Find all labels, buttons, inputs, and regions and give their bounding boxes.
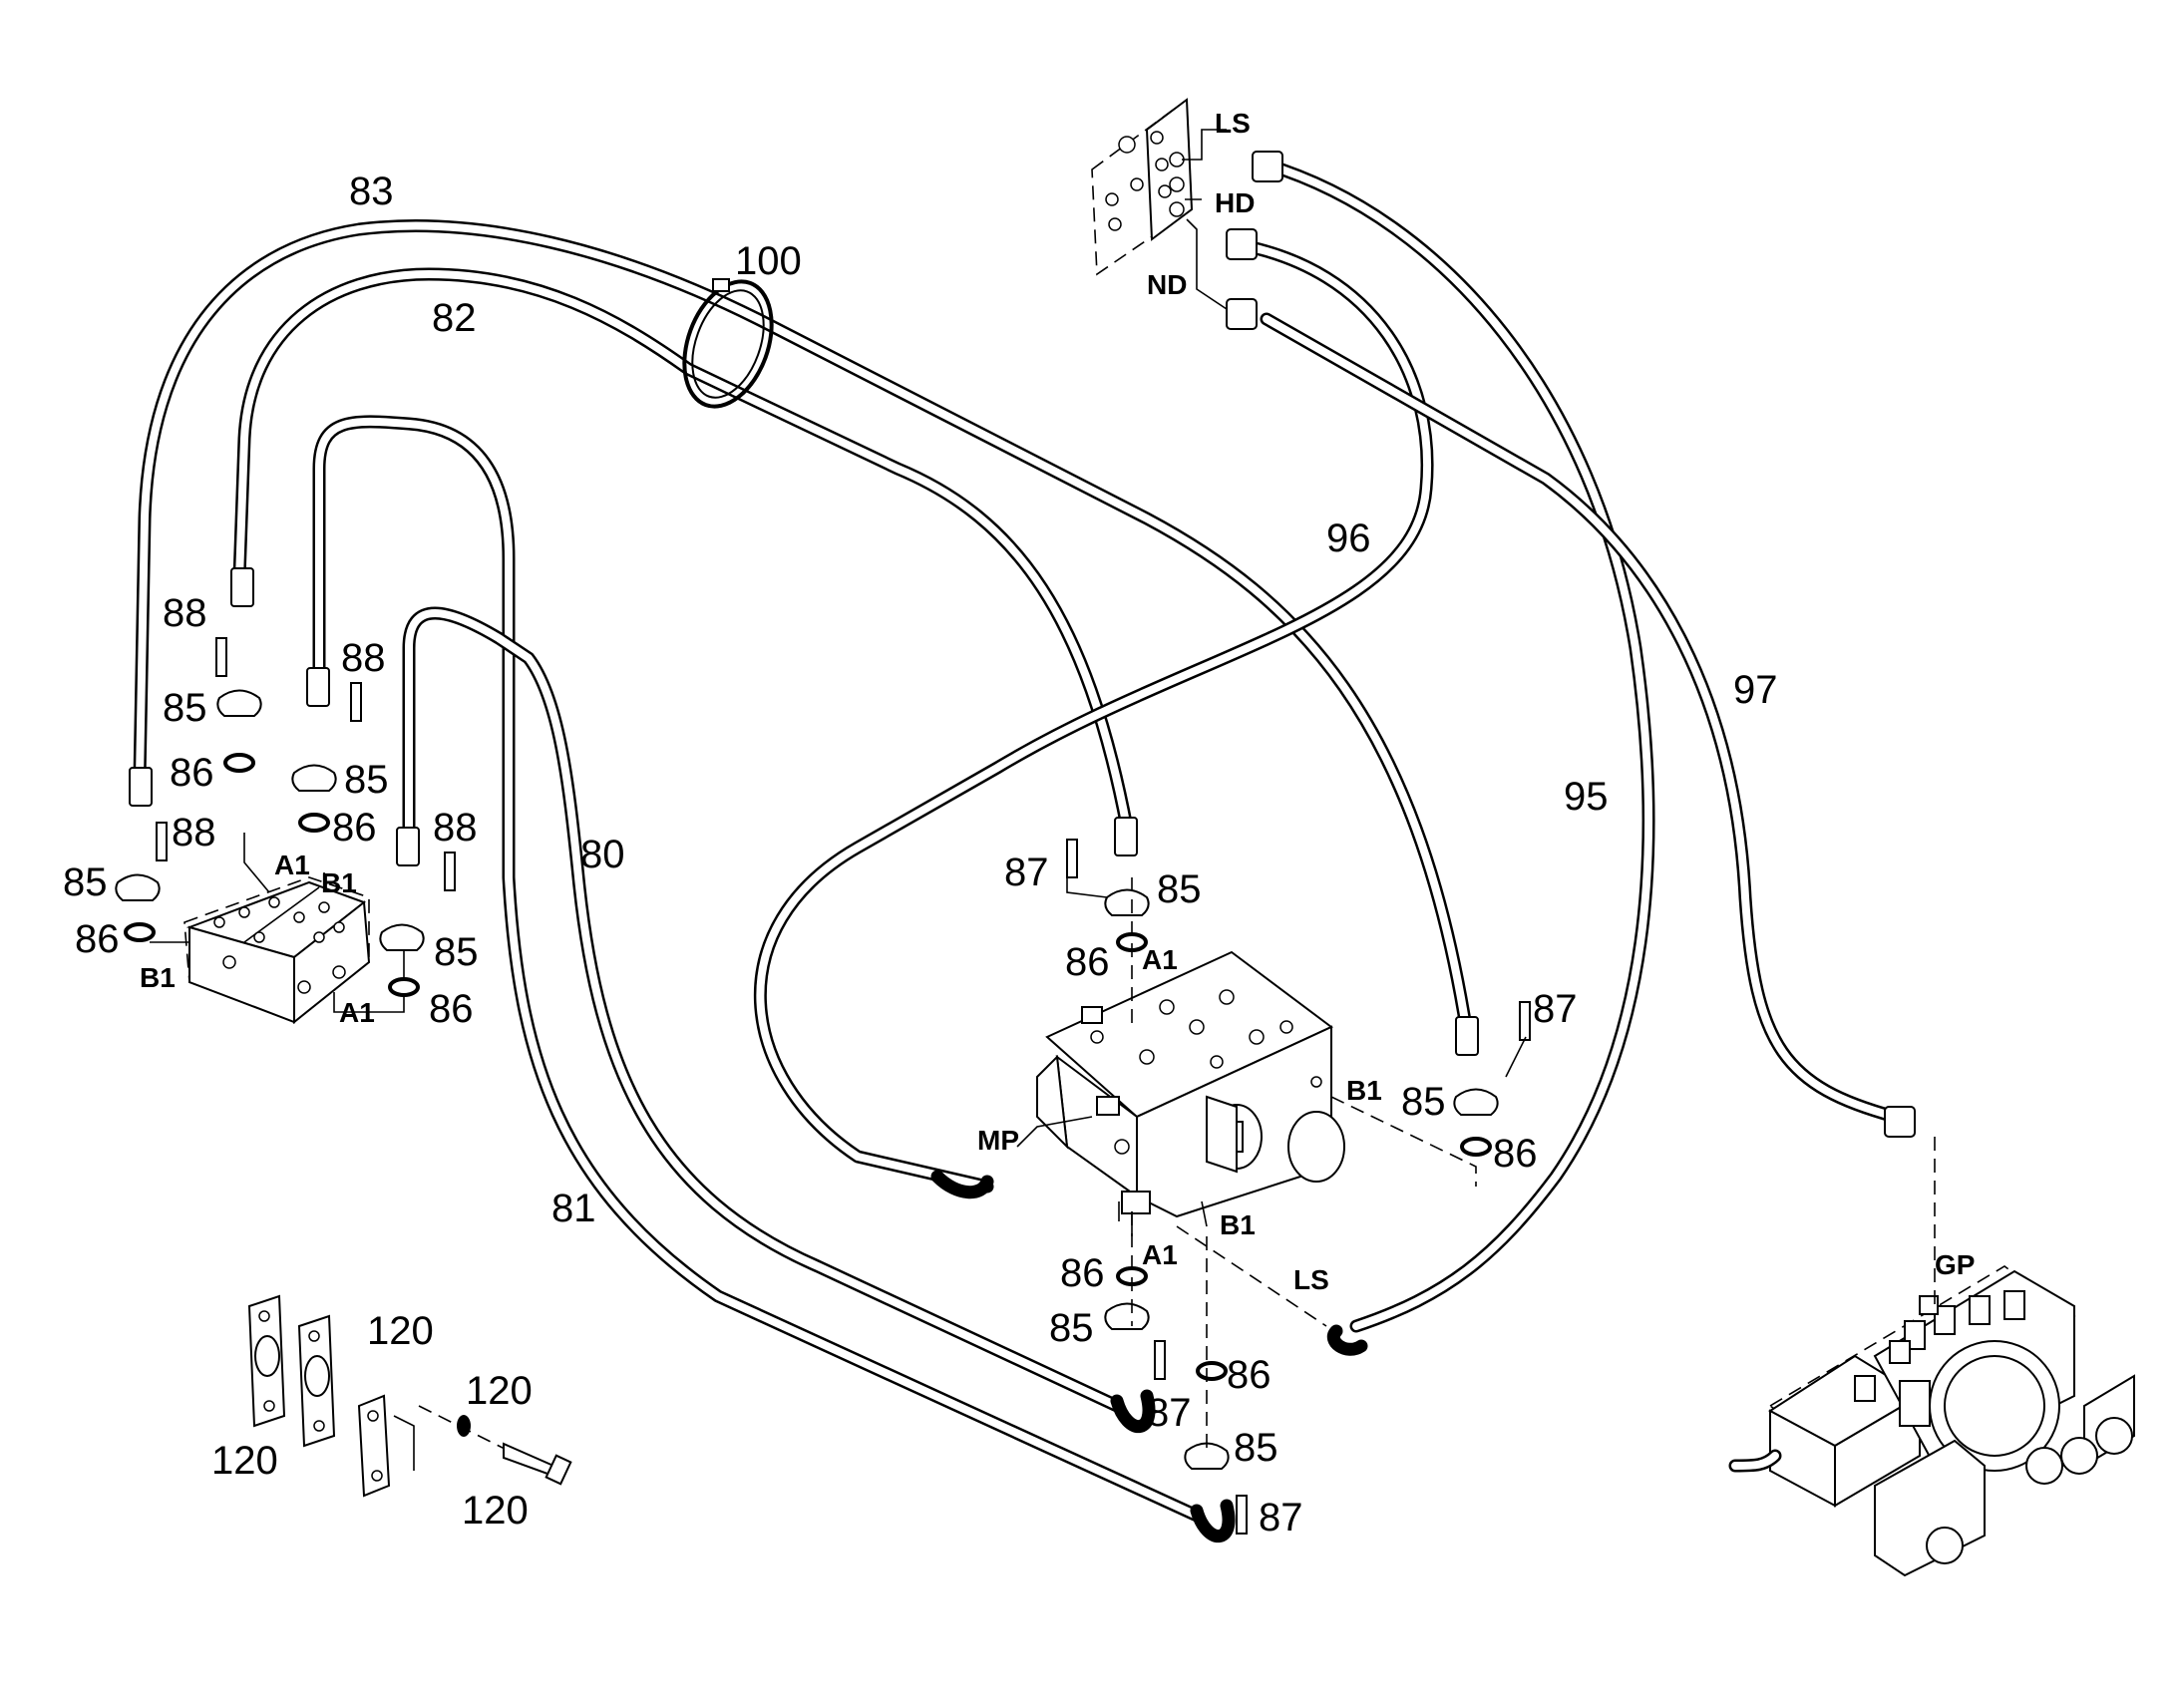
- callout-85: 85: [1049, 1306, 1094, 1350]
- hose-82: [232, 267, 1134, 835]
- port-label-b1: B1: [321, 867, 357, 898]
- left-valve-block: [150, 833, 405, 1025]
- hose-end-fittings: [129, 151, 1916, 1543]
- port-label-b1: B1: [1346, 1075, 1382, 1106]
- port-label-hd: HD: [1215, 187, 1255, 218]
- port-label-a1: A1: [274, 850, 310, 880]
- hose-clamp-100: [682, 278, 774, 409]
- port-label-mp: MP: [977, 1125, 1019, 1156]
- hydraulic-pump-unit: [1728, 1137, 2135, 1577]
- port-label-ls: LS: [1215, 108, 1251, 139]
- callout-120: 120: [211, 1439, 278, 1483]
- callout-80: 80: [580, 833, 625, 876]
- callout-86: 86: [429, 987, 474, 1031]
- callout-82: 82: [432, 296, 477, 340]
- port-label-b1: B1: [140, 962, 176, 993]
- port-labels: LS HD ND A1 B1 B1 A1 A1 B1 MP B1 A1 LS G…: [140, 108, 1975, 1295]
- callout-86: 86: [1493, 1132, 1538, 1176]
- callout-86: 86: [332, 806, 377, 850]
- hose-80: [402, 606, 1124, 1413]
- callout-120: 120: [466, 1369, 533, 1413]
- callout-labels: 83 82 100 96 97 95 80 81 88 88 88 88 85 …: [63, 170, 1778, 1539]
- port-label-a1: A1: [1142, 944, 1178, 975]
- callout-87: 87: [1259, 1496, 1303, 1539]
- callout-87: 87: [1004, 851, 1049, 894]
- callout-85: 85: [63, 860, 108, 904]
- hose-83: [133, 219, 1473, 1034]
- callout-87: 87: [1147, 1391, 1192, 1435]
- callout-85: 85: [434, 930, 479, 974]
- port-label-a1: A1: [339, 997, 375, 1028]
- callout-88: 88: [433, 806, 478, 850]
- center-clamps-and-seals: [1016, 839, 1531, 1535]
- hose-95: [1260, 158, 1655, 1333]
- callout-83: 83: [349, 170, 394, 213]
- callout-95: 95: [1564, 775, 1609, 819]
- left-clamps-and-seals: [115, 637, 456, 997]
- callout-120: 120: [367, 1309, 434, 1353]
- callout-97: 97: [1733, 668, 1778, 712]
- port-label-b1: B1: [1220, 1209, 1256, 1240]
- callout-85: 85: [1234, 1426, 1278, 1470]
- port-label-ls: LS: [1293, 1264, 1329, 1295]
- hose-81: [312, 415, 1204, 1523]
- port-label-a1: A1: [1142, 1239, 1178, 1270]
- callout-88: 88: [172, 811, 216, 854]
- callout-96: 96: [1326, 516, 1371, 560]
- callout-85: 85: [1401, 1080, 1446, 1124]
- callout-88: 88: [163, 591, 207, 635]
- callout-86: 86: [75, 917, 120, 961]
- port-label-gp: GP: [1935, 1249, 1975, 1280]
- hose-97: [1260, 312, 1902, 1124]
- callout-88: 88: [341, 636, 386, 680]
- port-label-nd: ND: [1147, 269, 1187, 300]
- callout-81: 81: [551, 1187, 596, 1230]
- callout-85: 85: [344, 758, 389, 802]
- clamp-kit-120: [247, 1294, 572, 1498]
- callout-120: 120: [462, 1489, 529, 1533]
- main-control-valve: [1036, 950, 1345, 1236]
- callout-85: 85: [1157, 867, 1202, 911]
- hose-96: [754, 237, 1434, 1194]
- callout-86: 86: [170, 751, 214, 795]
- callout-86: 86: [1227, 1353, 1272, 1397]
- callout-86: 86: [1065, 940, 1110, 984]
- callout-87: 87: [1533, 987, 1578, 1031]
- callout-86: 86: [1060, 1251, 1105, 1295]
- port-manifold-plate: [1091, 98, 1228, 310]
- callout-85: 85: [163, 686, 207, 730]
- callout-100: 100: [735, 239, 802, 283]
